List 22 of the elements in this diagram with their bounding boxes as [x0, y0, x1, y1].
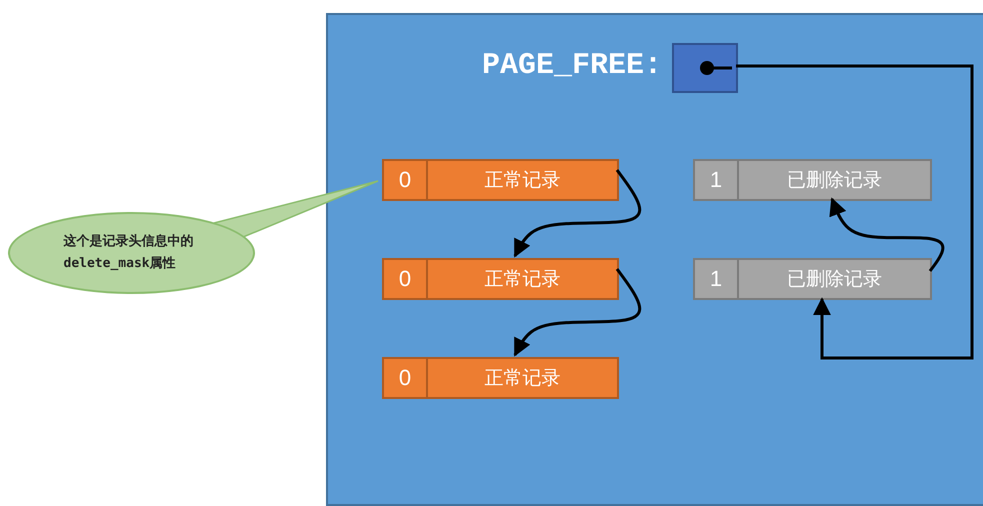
delete-flag-value: 0 — [384, 161, 428, 199]
delete-flag-value: 0 — [384, 359, 428, 397]
arrow — [514, 268, 642, 357]
record-title: 已删除记录 — [786, 267, 883, 292]
record-title: 已删除记录 — [786, 168, 883, 193]
delete-flag-value: 0 — [384, 260, 428, 298]
record-bar — [382, 357, 619, 399]
delete-flag-value: 1 — [695, 260, 739, 298]
page-panel — [326, 13, 983, 506]
pointer-label: PAGE_FREE: — [482, 49, 662, 83]
record-bar — [693, 159, 932, 201]
arrow — [829, 197, 944, 272]
arrow — [514, 169, 642, 258]
record-bar — [693, 258, 932, 300]
callout-text: 这个是记录头信息中的delete_mask属性 — [64, 232, 194, 273]
record-title: 正常记录 — [484, 366, 562, 391]
record-title: 正常记录 — [484, 168, 562, 193]
record-bar — [382, 159, 619, 201]
delete-flag-value: 1 — [695, 161, 739, 199]
record-title: 正常记录 — [484, 267, 562, 292]
arrow — [736, 64, 974, 360]
record-bar — [382, 258, 619, 300]
